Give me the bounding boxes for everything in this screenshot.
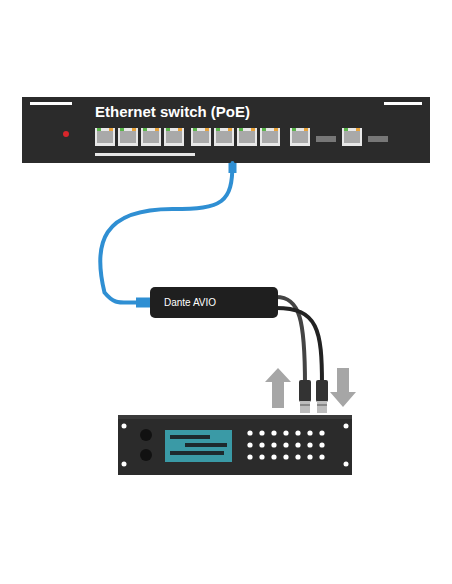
rack-device (118, 415, 352, 475)
device-label: Dante AVIO (164, 297, 216, 308)
ethernet-cable (100, 163, 236, 308)
up-arrow (265, 368, 291, 408)
adapter-box: Dante AVIO (150, 287, 278, 318)
xlr-connectors (299, 380, 328, 413)
down-arrow (330, 368, 356, 407)
xlr-cables (276, 297, 322, 385)
switch-box: Ethernet switch (PoE) (22, 97, 438, 163)
device-title: Ethernet switch (PoE) (95, 103, 438, 120)
